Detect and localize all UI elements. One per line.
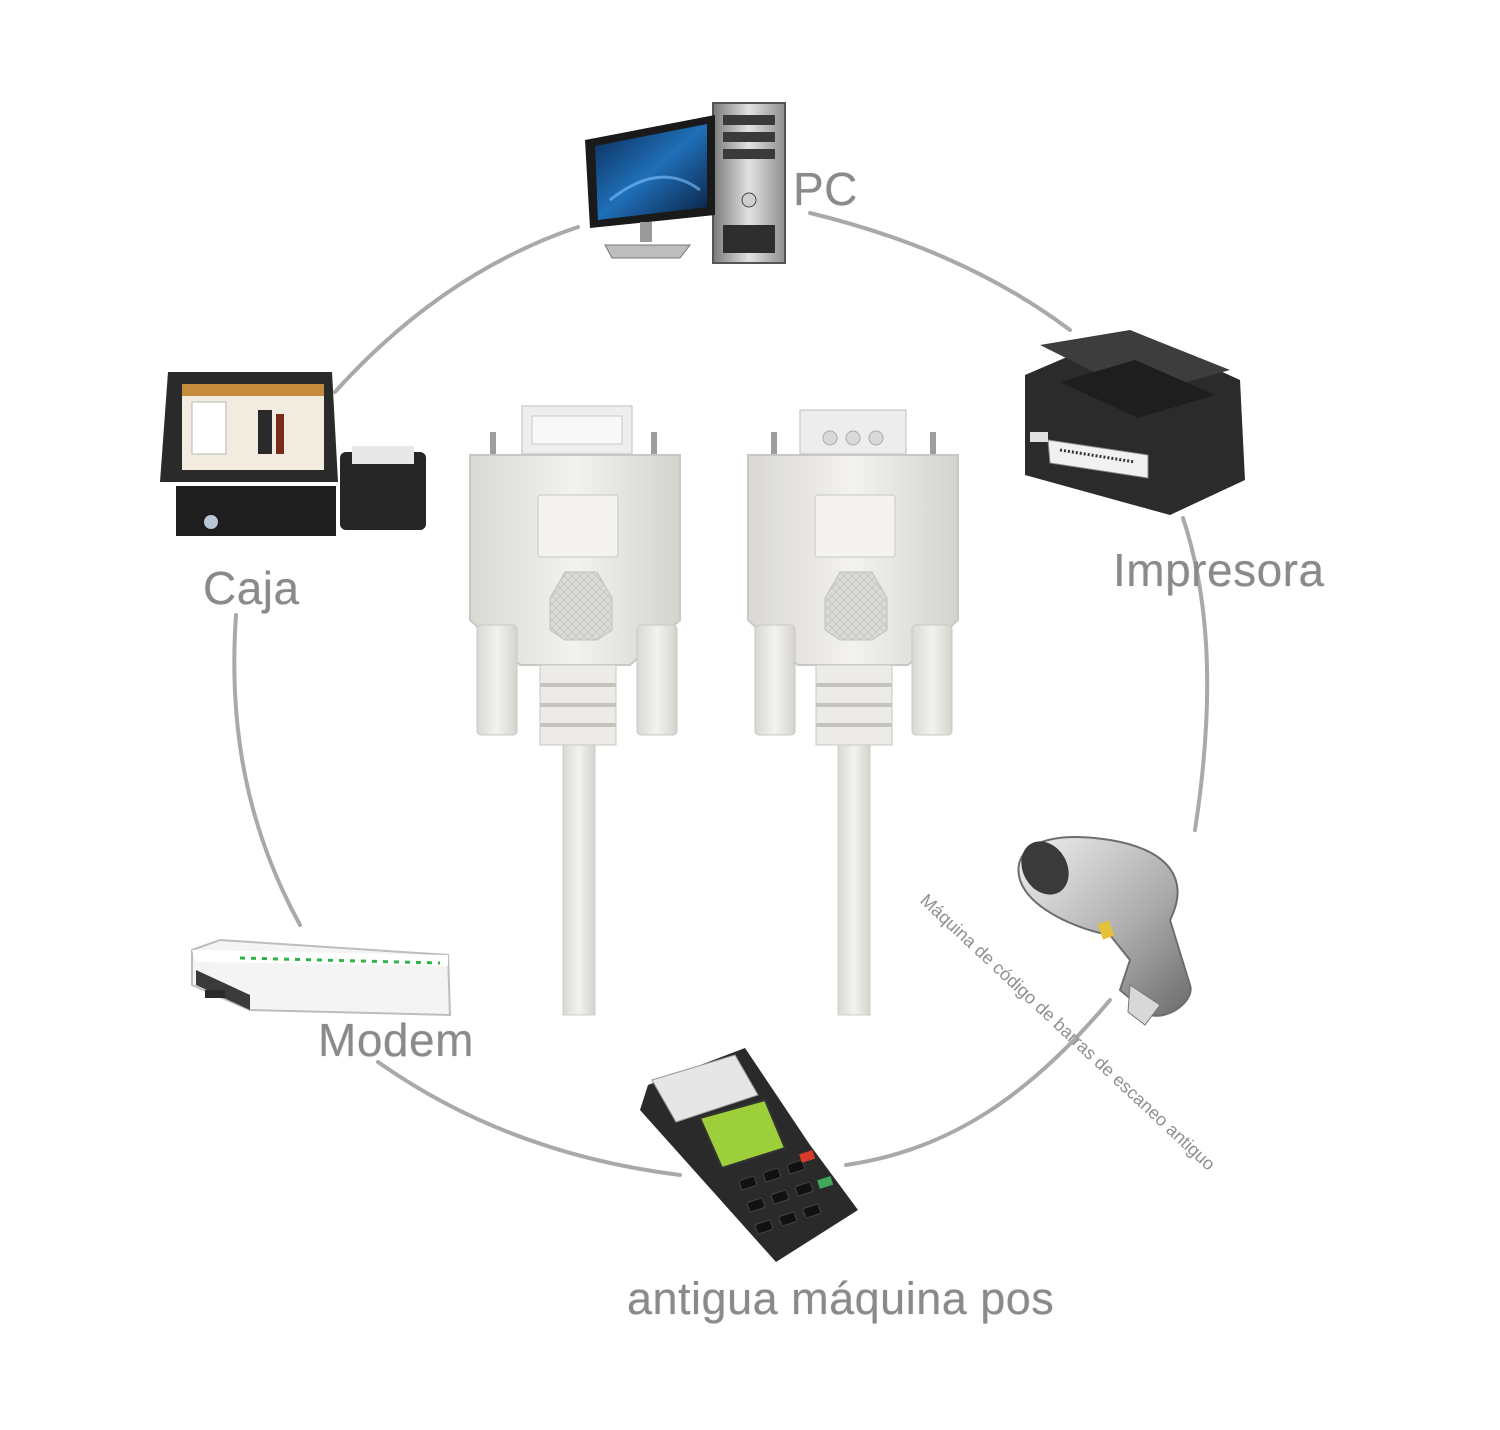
female-db9-connector [469,405,681,1016]
printer-label: Impresora [1113,544,1325,596]
db9-cable-icon [469,405,959,1016]
ring-arc-caja-pc [333,225,580,394]
pc-icon [585,102,786,264]
ring-arc-pc-printer [808,211,1072,332]
modem-label: Modem [318,1014,474,1066]
cash-register-icon [160,372,426,536]
ring-arc-pos-modem [376,1060,682,1177]
label-printer-icon [1025,330,1245,515]
male-db9-connector [747,409,959,1016]
pos-machine-label: antigua máquina pos [627,1273,1055,1324]
modem-icon [191,938,452,1017]
pos-terminal-icon [640,1048,858,1262]
barcode-scanner-icon [1017,836,1192,1026]
ring-arc-modem-caja [232,613,302,927]
cash-register-label: Caja [203,562,300,614]
ring-arc-printer-scanner [1181,516,1210,832]
ring-arc-scanner-pos [844,998,1112,1167]
pc-label: PC [793,163,858,215]
connection-ring [232,211,1210,1177]
